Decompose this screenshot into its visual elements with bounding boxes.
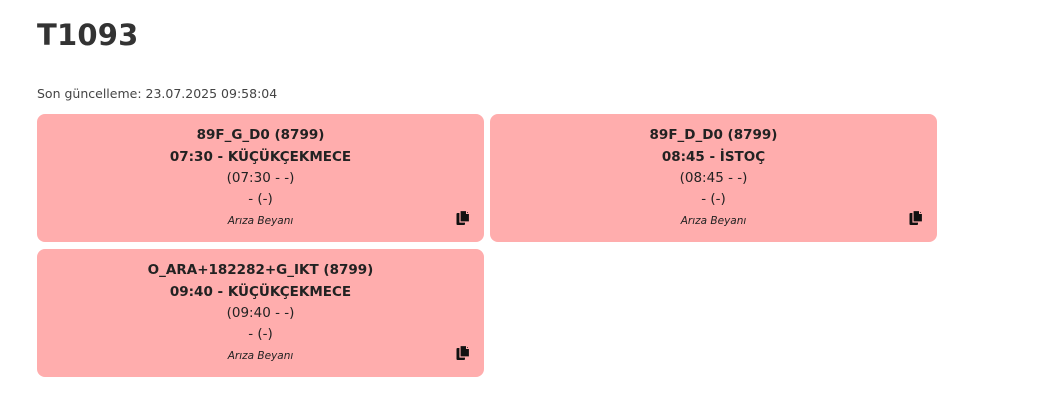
trip-status: Arıza Beyanı [227, 215, 294, 227]
copy-icon[interactable] [909, 210, 923, 226]
trip-card[interactable]: 89F_G_D0 (8799) 07:30 - KÜÇÜKÇEKMECE (07… [37, 114, 484, 242]
trip-departure: 08:45 - İSTOÇ [661, 149, 766, 165]
trip-extra: - (-) [701, 191, 726, 207]
trip-card[interactable]: O_ARA+182282+G_IKT (8799) 09:40 - KÜÇÜKÇ… [37, 249, 484, 377]
trip-status: Arıza Beyanı [680, 215, 747, 227]
trip-code: 89F_G_D0 (8799) [196, 127, 325, 143]
trip-actual-time: (07:30 - -) [226, 170, 295, 186]
trip-actual-time: (08:45 - -) [679, 170, 748, 186]
trip-status: Arıza Beyanı [227, 350, 294, 362]
trip-departure: 07:30 - KÜÇÜKÇEKMECE [169, 149, 352, 165]
trip-card[interactable]: 89F_D_D0 (8799) 08:45 - İSTOÇ (08:45 - -… [490, 114, 937, 242]
trip-extra: - (-) [248, 191, 273, 207]
trip-code: O_ARA+182282+G_IKT (8799) [147, 262, 374, 278]
last-updated-text: Son güncelleme: 23.07.2025 09:58:04 [37, 86, 278, 101]
copy-icon[interactable] [456, 345, 470, 361]
trip-actual-time: (09:40 - -) [226, 305, 295, 321]
page-title: T1093 [37, 18, 139, 52]
copy-icon[interactable] [456, 210, 470, 226]
trip-departure: 09:40 - KÜÇÜKÇEKMECE [169, 284, 352, 300]
trip-extra: - (-) [248, 326, 273, 342]
trip-code: 89F_D_D0 (8799) [649, 127, 778, 143]
